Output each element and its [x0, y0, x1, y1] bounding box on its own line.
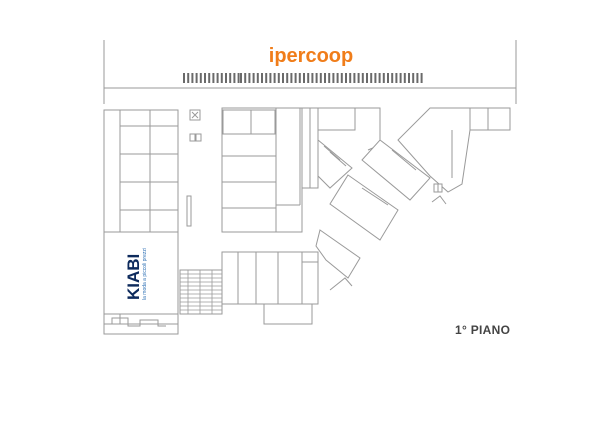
checkout-till: [340, 73, 343, 83]
shop-unit[interactable]: [119, 109, 179, 127]
checkout-till: [336, 73, 339, 83]
checkout-till: [366, 73, 368, 83]
shop-unit[interactable]: [119, 125, 179, 155]
checkout-till: [248, 73, 251, 83]
checkout-till: [265, 73, 268, 83]
checkout-till: [307, 73, 310, 83]
checkout-till: [252, 73, 255, 83]
checkout-till: [273, 73, 276, 83]
checkout-till: [349, 73, 352, 83]
checkout-till: [412, 73, 415, 83]
checkout-till: [187, 73, 190, 83]
left-shops-column: [103, 109, 179, 325]
checkout-till: [324, 73, 326, 83]
kiabi-store[interactable]: KIABI la moda a piccoli prezzi: [103, 231, 179, 315]
checkout-till: [212, 73, 215, 83]
checkout-till: [244, 73, 247, 83]
shop-unit[interactable]: [221, 207, 277, 233]
checkout-till: [399, 73, 402, 83]
shop-unit[interactable]: [119, 153, 179, 183]
checkout-till: [403, 73, 406, 83]
checkout-lanes: [183, 73, 423, 83]
ipercoop-logo[interactable]: ipercoop: [269, 45, 353, 67]
checkout-till: [216, 73, 219, 83]
service-area: [186, 109, 202, 227]
checkout-till: [261, 73, 263, 83]
checkout-till: [233, 73, 236, 83]
checkout-till: [328, 73, 331, 83]
checkout-till: [256, 73, 259, 83]
shop-unit[interactable]: [221, 133, 277, 157]
checkout-till: [195, 73, 198, 83]
checkout-till: [290, 73, 293, 83]
checkout-till: [298, 73, 301, 83]
checkout-till: [319, 73, 322, 83]
checkout-till: [382, 73, 385, 83]
checkout-till: [240, 73, 242, 83]
kiabi-logo: KIABI: [124, 254, 143, 300]
checkout-till: [208, 73, 211, 83]
checkout-till: [387, 73, 389, 83]
diagonal-wing: [315, 107, 511, 291]
checkout-till: [269, 73, 272, 83]
checkout-till: [303, 73, 305, 83]
checkout-till: [370, 73, 373, 83]
checkout-till: [391, 73, 394, 83]
checkout-till: [315, 73, 318, 83]
shop-unit[interactable]: [237, 251, 257, 305]
checkout-till: [229, 73, 232, 83]
bottom-shops: [221, 251, 319, 325]
checkout-till: [282, 73, 284, 83]
checkout-till: [237, 73, 240, 83]
shop-unit[interactable]: [119, 181, 179, 211]
checkout-till: [357, 73, 360, 83]
checkout-till: [311, 73, 314, 83]
checkout-till: [191, 73, 194, 83]
shop-unit[interactable]: [263, 303, 313, 325]
floor-label: 1° PIANO: [455, 323, 511, 337]
checkout-till: [345, 73, 347, 83]
shop-unit[interactable]: [221, 251, 239, 305]
kiabi-tagline: la moda a piccoli prezzi: [142, 248, 148, 300]
checkout-till: [204, 73, 206, 83]
checkout-till: [361, 73, 364, 83]
checkout-till: [395, 73, 398, 83]
ipercoop-block: [103, 40, 517, 104]
escalators[interactable]: [179, 269, 223, 315]
checkout-till: [420, 73, 423, 83]
central-shops: [221, 107, 303, 233]
checkout-till: [294, 73, 297, 83]
checkout-till: [277, 73, 280, 83]
checkout-till: [286, 73, 289, 83]
checkout-till: [378, 73, 381, 83]
checkout-till: [199, 73, 202, 83]
shop-unit[interactable]: [250, 109, 276, 135]
checkout-till: [183, 73, 185, 83]
structure-lines: [177, 250, 223, 334]
checkout-till: [416, 73, 419, 83]
checkout-till: [225, 73, 227, 83]
checkout-till: [374, 73, 377, 83]
checkout-till: [353, 73, 356, 83]
shop-highlighted[interactable]: [222, 109, 252, 135]
shop-unit[interactable]: [221, 181, 277, 209]
checkout-till: [332, 73, 335, 83]
shop-unit[interactable]: [255, 251, 279, 305]
shop-unit[interactable]: [119, 209, 179, 233]
shop-unit[interactable]: [221, 155, 277, 183]
shop-unit[interactable]: [277, 251, 303, 305]
checkout-till: [408, 73, 410, 83]
checkout-till: [220, 73, 223, 83]
